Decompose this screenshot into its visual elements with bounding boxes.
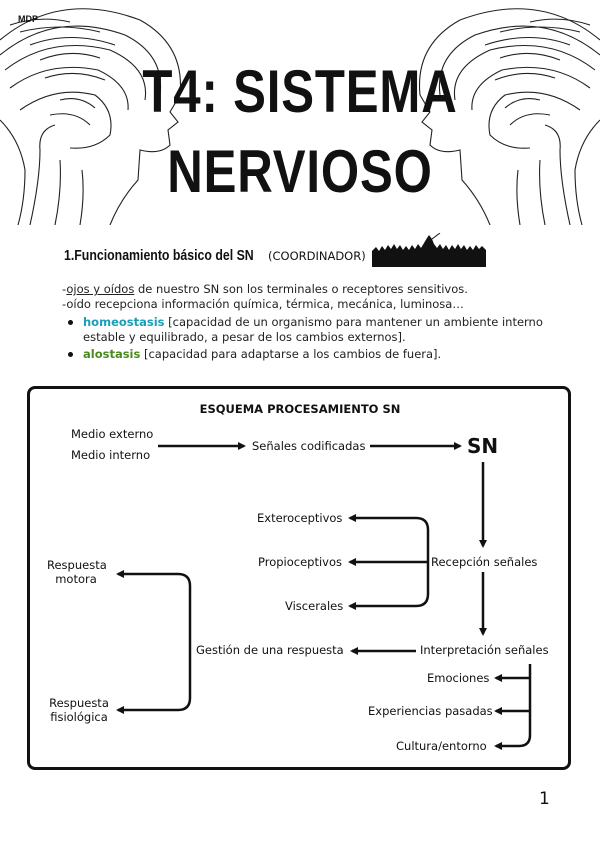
label-interpretacion-senales: Interpretación señales [420, 643, 549, 657]
orchestra-silhouette-image [372, 233, 486, 267]
paragraph-line-1: -ojos y oídos de nuestro SN son los term… [62, 282, 468, 296]
label-emociones: Emociones [427, 671, 490, 685]
label-viscerales: Viscerales [285, 599, 344, 613]
page-title: T4: SISTEMA NERVIOSO [142, 58, 458, 205]
label-cultura-entorno: Cultura/entorno [396, 739, 487, 753]
arrow-to-cultura [494, 664, 532, 750]
arrow-to-exteroceptivos [348, 514, 430, 562]
term-homeostasis: homeostasis [83, 315, 165, 329]
underlined-term: ojos y oídos [66, 282, 135, 296]
label-senales-codificadas: Señales codificadas [252, 439, 366, 453]
label-medio-interno: Medio interno [71, 448, 151, 462]
label-recepcion-senales: Recepción señales [431, 555, 538, 569]
label-experiencias-pasadas: Experiencias pasadas [368, 704, 493, 718]
arrow-to-respuesta-fisiologica [116, 651, 192, 714]
label-sn: SN [467, 434, 499, 458]
arrow-to-respuesta-motora [116, 570, 192, 651]
diagram-frame [27, 386, 571, 770]
term-alostasis: alostasis [83, 347, 141, 361]
bullet-dot [68, 352, 73, 357]
page-number: 1 [539, 789, 550, 809]
bullet-homeostasis: homeostasis [capacidad de un organismo p… [83, 315, 543, 329]
label-exteroceptivos: Exteroceptivos [257, 511, 343, 525]
bullet-alostasis: alostasis [capacidad para adaptarse a lo… [83, 347, 442, 361]
diagram-title: ESQUEMA PROCESAMIENTO SN [199, 402, 401, 416]
label-propioceptivos: Propioceptivos [258, 555, 343, 569]
label-medio-externo: Medio externo [71, 427, 154, 441]
arrow-to-viscerales [348, 562, 430, 610]
label-gestion-respuesta: Gestión de una respuesta [196, 643, 344, 657]
section-title: 1.Funcionamiento básico del SN [64, 248, 254, 264]
section-subtitle: (COORDINADOR) [268, 249, 366, 263]
brain-heads-illustration [0, 8, 600, 225]
logo-text: MDP [18, 14, 38, 24]
paragraph-line-2: -oído recepciona información química, té… [62, 297, 464, 311]
bullet-dot [68, 320, 73, 325]
bullet-homeostasis-cont: estable y equilibrado, a pesar de los ca… [83, 330, 406, 344]
